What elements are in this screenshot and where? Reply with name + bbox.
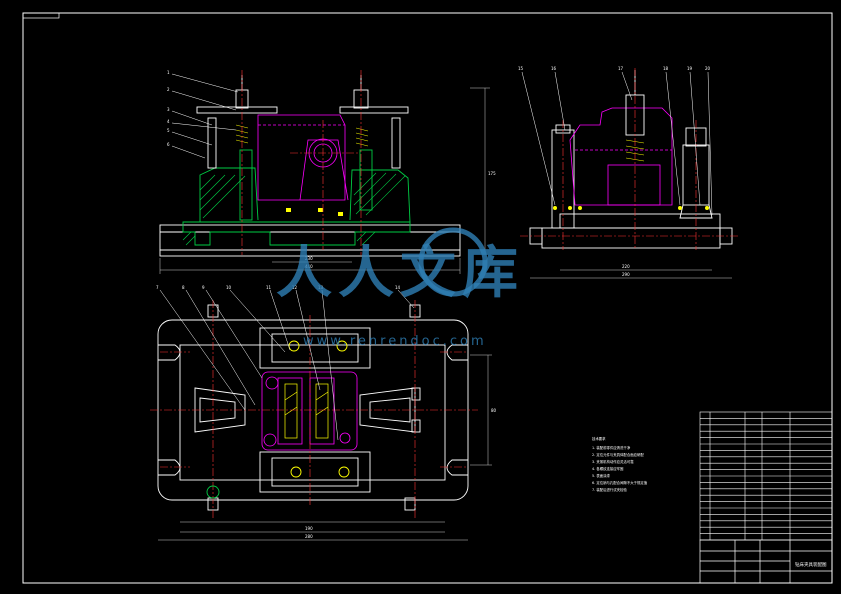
- balloon-5: 5: [167, 128, 170, 133]
- side-dim-total: 290: [622, 272, 630, 277]
- balloon-8: 8: [182, 285, 185, 290]
- drawing-title: 钻床夹具装配图: [795, 561, 827, 568]
- drawing-border: [22, 12, 833, 584]
- parts-list: [699, 411, 833, 541]
- notes-line-7: 7. 装配后进行试夹检验: [592, 487, 627, 492]
- balloon-4: 4: [167, 119, 170, 124]
- balloon-2: 2: [167, 87, 170, 92]
- balloon-15: 15: [518, 66, 524, 71]
- side-view-balloons: 15 16 17 18 19 20 220 290: [518, 66, 711, 277]
- balloon-11: 11: [266, 285, 272, 290]
- top-view: [150, 289, 492, 541]
- balloon-17: 17: [618, 66, 624, 71]
- top-view-balloons: 7 8 9 10 11 12 13 14 190 280 80: [156, 285, 497, 539]
- notes-line-1: 1. 装配前零件应清洗干净: [592, 445, 631, 450]
- top-dim-total: 280: [305, 534, 313, 539]
- top-dim-height: 80: [491, 408, 497, 413]
- balloon-18: 18: [663, 66, 669, 71]
- notes-line-4: 4. 各螺纹连接应牢固: [592, 466, 624, 471]
- balloon-16: 16: [551, 66, 557, 71]
- balloon-3: 3: [167, 107, 170, 112]
- side-dim-inner: 220: [622, 264, 630, 269]
- notes-line-2: 2. 定位元件与夹具体配合面应研配: [592, 452, 644, 457]
- front-view-balloons: 1 2 3 4 5 6 230 440 175: [167, 70, 496, 269]
- corner-tag: [22, 12, 60, 19]
- balloon-20: 20: [705, 66, 711, 71]
- front-dim-height: 175: [488, 171, 496, 176]
- balloon-13: 13: [318, 285, 324, 290]
- balloon-1: 1: [167, 70, 170, 75]
- technical-notes: 技术要求 1. 装配前零件应清洗干净 2. 定位元件与夹具体配合面应研配 3. …: [592, 436, 648, 492]
- notes-title: 技术要求: [592, 436, 606, 441]
- balloon-7: 7: [156, 285, 159, 290]
- watermark-chars: 人人文库: [276, 241, 524, 306]
- watermark: 人人文库 www.renrendoc.com: [276, 227, 524, 349]
- balloon-12: 12: [292, 285, 298, 290]
- front-view: [159, 70, 490, 274]
- balloon-14: 14: [395, 285, 401, 290]
- balloon-9: 9: [202, 285, 205, 290]
- balloon-19: 19: [687, 66, 693, 71]
- front-dim-total: 440: [305, 264, 313, 269]
- title-block: [699, 539, 833, 584]
- balloon-10: 10: [226, 285, 232, 290]
- notes-line-3: 3. 夹紧机构动作应灵活可靠: [592, 459, 634, 464]
- balloon-6: 6: [167, 142, 170, 147]
- front-dim-width: 230: [305, 256, 313, 261]
- watermark-url: www.renrendoc.com: [303, 334, 487, 349]
- side-view: [520, 68, 740, 279]
- notes-line-6: 6. 定位销与孔配合间隙不大于规定值: [592, 480, 648, 485]
- top-dim-inner: 190: [305, 526, 313, 531]
- notes-line-5: 5. 表面涂漆: [592, 473, 610, 478]
